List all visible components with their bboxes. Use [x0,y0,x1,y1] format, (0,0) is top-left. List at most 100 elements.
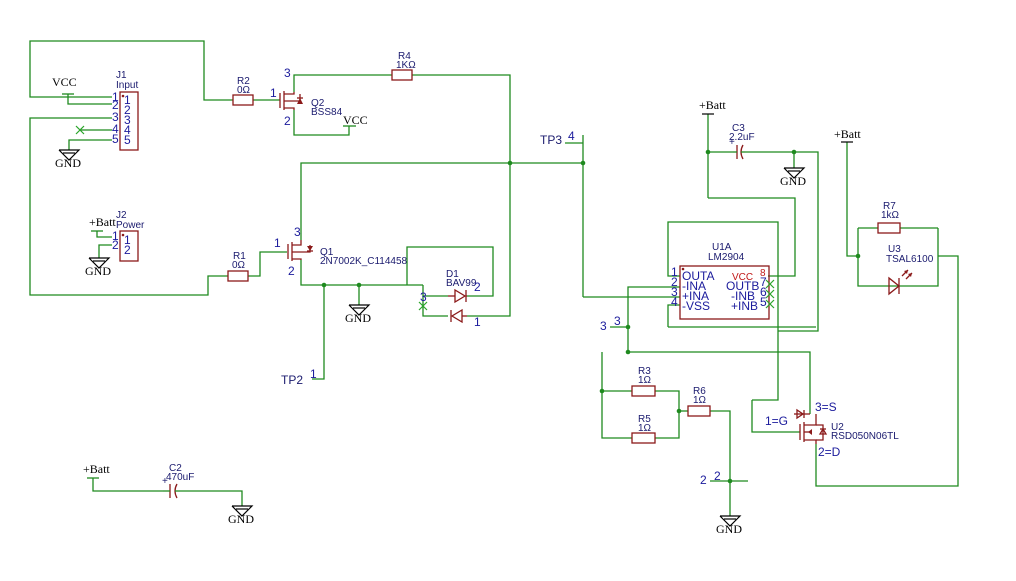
svg-text:2.2uF: 2.2uF [729,132,755,143]
j1-ref: J1 [116,70,127,81]
svg-text:R2: R2 [237,76,250,87]
svg-text:4: 4 [568,129,575,143]
svg-text:1: 1 [112,90,119,104]
svg-text:GND: GND [716,522,742,536]
svg-text:BSS84: BSS84 [311,107,343,118]
opamp-u1a: U1A LM2904 OUTA -INA +INA -VSS VCC OUTB … [671,242,775,320]
svg-text:2: 2 [112,238,119,252]
svg-text:Q2: Q2 [311,98,325,109]
capacitor-c3: + C3 2.2uF [729,123,755,160]
wires [29,40,959,516]
svg-text:GND: GND [228,512,254,526]
test-point-tp1: 3 3 [600,314,621,333]
svg-text:GND: GND [85,264,111,278]
svg-text:-INA: -INA [682,279,706,293]
svg-text:8: 8 [760,268,766,279]
svg-text:0Ω: 0Ω [237,85,251,96]
connector-j2: J2 Power 1 2 1 2 [112,210,145,262]
svg-text:1Ω: 1Ω [693,395,707,406]
vcc-label: VCC [343,113,368,127]
svg-text:D1: D1 [446,269,459,280]
svg-text:-VSS: -VSS [682,299,710,313]
svg-text:3=S: 3=S [815,400,837,414]
batt-label: +Batt [699,98,726,112]
svg-text:2: 2 [671,275,678,289]
batt-label: +Batt [83,462,110,476]
svg-text:VCC: VCC [732,272,753,283]
svg-text:+INB: +INB [731,299,758,313]
svg-text:1: 1 [124,233,131,247]
svg-text:U2: U2 [831,422,844,433]
svg-text:Power: Power [116,220,145,231]
svg-text:4: 4 [112,122,119,136]
svg-text:R3: R3 [638,366,651,377]
svg-text:1: 1 [124,93,131,107]
svg-text:1=G: 1=G [765,414,788,428]
test-point-tp3: TP3 4 [540,129,575,147]
led-u3: U3 TSAL6100 [886,244,934,296]
svg-text:3: 3 [614,314,621,328]
svg-text:R4: R4 [398,51,411,62]
diode-d1: D1 BAV99 3 2 1 [418,269,481,329]
svg-text:1KΩ: 1KΩ [396,60,416,71]
svg-text:TP2: TP2 [281,373,303,387]
test-point-gnd: 2 2 [700,469,721,487]
svg-text:-INB: -INB [731,289,755,303]
svg-text:1: 1 [274,236,281,250]
svg-text:2: 2 [288,264,295,278]
svg-text:3: 3 [294,225,301,239]
svg-text:5: 5 [760,295,767,309]
svg-text:3: 3 [600,319,607,333]
svg-text:+: + [162,476,168,487]
j1-value: Input [116,80,138,91]
batt-label: +Batt [834,127,861,141]
mosfet-u2: 1=G 3=S 2=D U2 RSD050N06TL [765,400,899,459]
svg-text:3: 3 [112,110,119,124]
capacitor-c2: + C2 470uF [162,463,194,499]
svg-text:U3: U3 [888,244,901,255]
svg-text:1: 1 [310,367,317,381]
svg-text:R7: R7 [883,201,896,212]
svg-text:0Ω: 0Ω [232,260,246,271]
svg-text:1kΩ: 1kΩ [881,210,900,221]
resistor-r7: R7 1kΩ [877,201,901,234]
svg-text:LM2904: LM2904 [708,252,745,263]
svg-text:GND: GND [55,156,81,170]
svg-text:5: 5 [112,132,119,146]
svg-text:+: + [729,137,735,148]
svg-text:2N7002K_C114458: 2N7002K_C114458 [320,256,408,267]
svg-text:1: 1 [474,315,481,329]
svg-text:3: 3 [284,66,291,80]
svg-text:3: 3 [124,113,131,127]
svg-text:2: 2 [474,280,481,294]
resistor-r6: R6 1Ω [687,386,711,417]
svg-text:470uF: 470uF [166,472,194,483]
junctions [321,149,861,484]
svg-text:R1: R1 [233,251,246,262]
svg-text:C2: C2 [169,463,182,474]
svg-text:TP3: TP3 [540,133,562,147]
svg-text:7: 7 [760,275,767,289]
svg-text:J2: J2 [116,210,127,221]
svg-text:3: 3 [671,285,678,299]
resistor-r1: R1 0Ω [227,251,249,282]
svg-text:C3: C3 [732,123,745,134]
svg-text:3: 3 [420,290,427,304]
svg-text:R6: R6 [693,386,706,397]
svg-text:TSAL6100: TSAL6100 [886,254,934,265]
resistor-r5: R5 1Ω [631,414,656,444]
mosfet-q1: 3 1 2 Q1 2N7002K_C114458 [274,225,408,278]
svg-text:U1A: U1A [712,242,732,253]
svg-text:1: 1 [671,265,678,279]
batt-label: +Batt [89,215,116,229]
svg-text:2: 2 [124,243,131,257]
resistor-r3: R3 1Ω [631,366,656,397]
svg-text:5: 5 [124,133,131,147]
svg-text:RSD050N06TL: RSD050N06TL [831,431,899,442]
svg-text:+INA: +INA [682,289,709,303]
svg-text:1: 1 [112,229,119,243]
svg-text:2: 2 [714,469,721,483]
svg-text:2=D: 2=D [818,445,841,459]
svg-text:1: 1 [270,86,277,100]
